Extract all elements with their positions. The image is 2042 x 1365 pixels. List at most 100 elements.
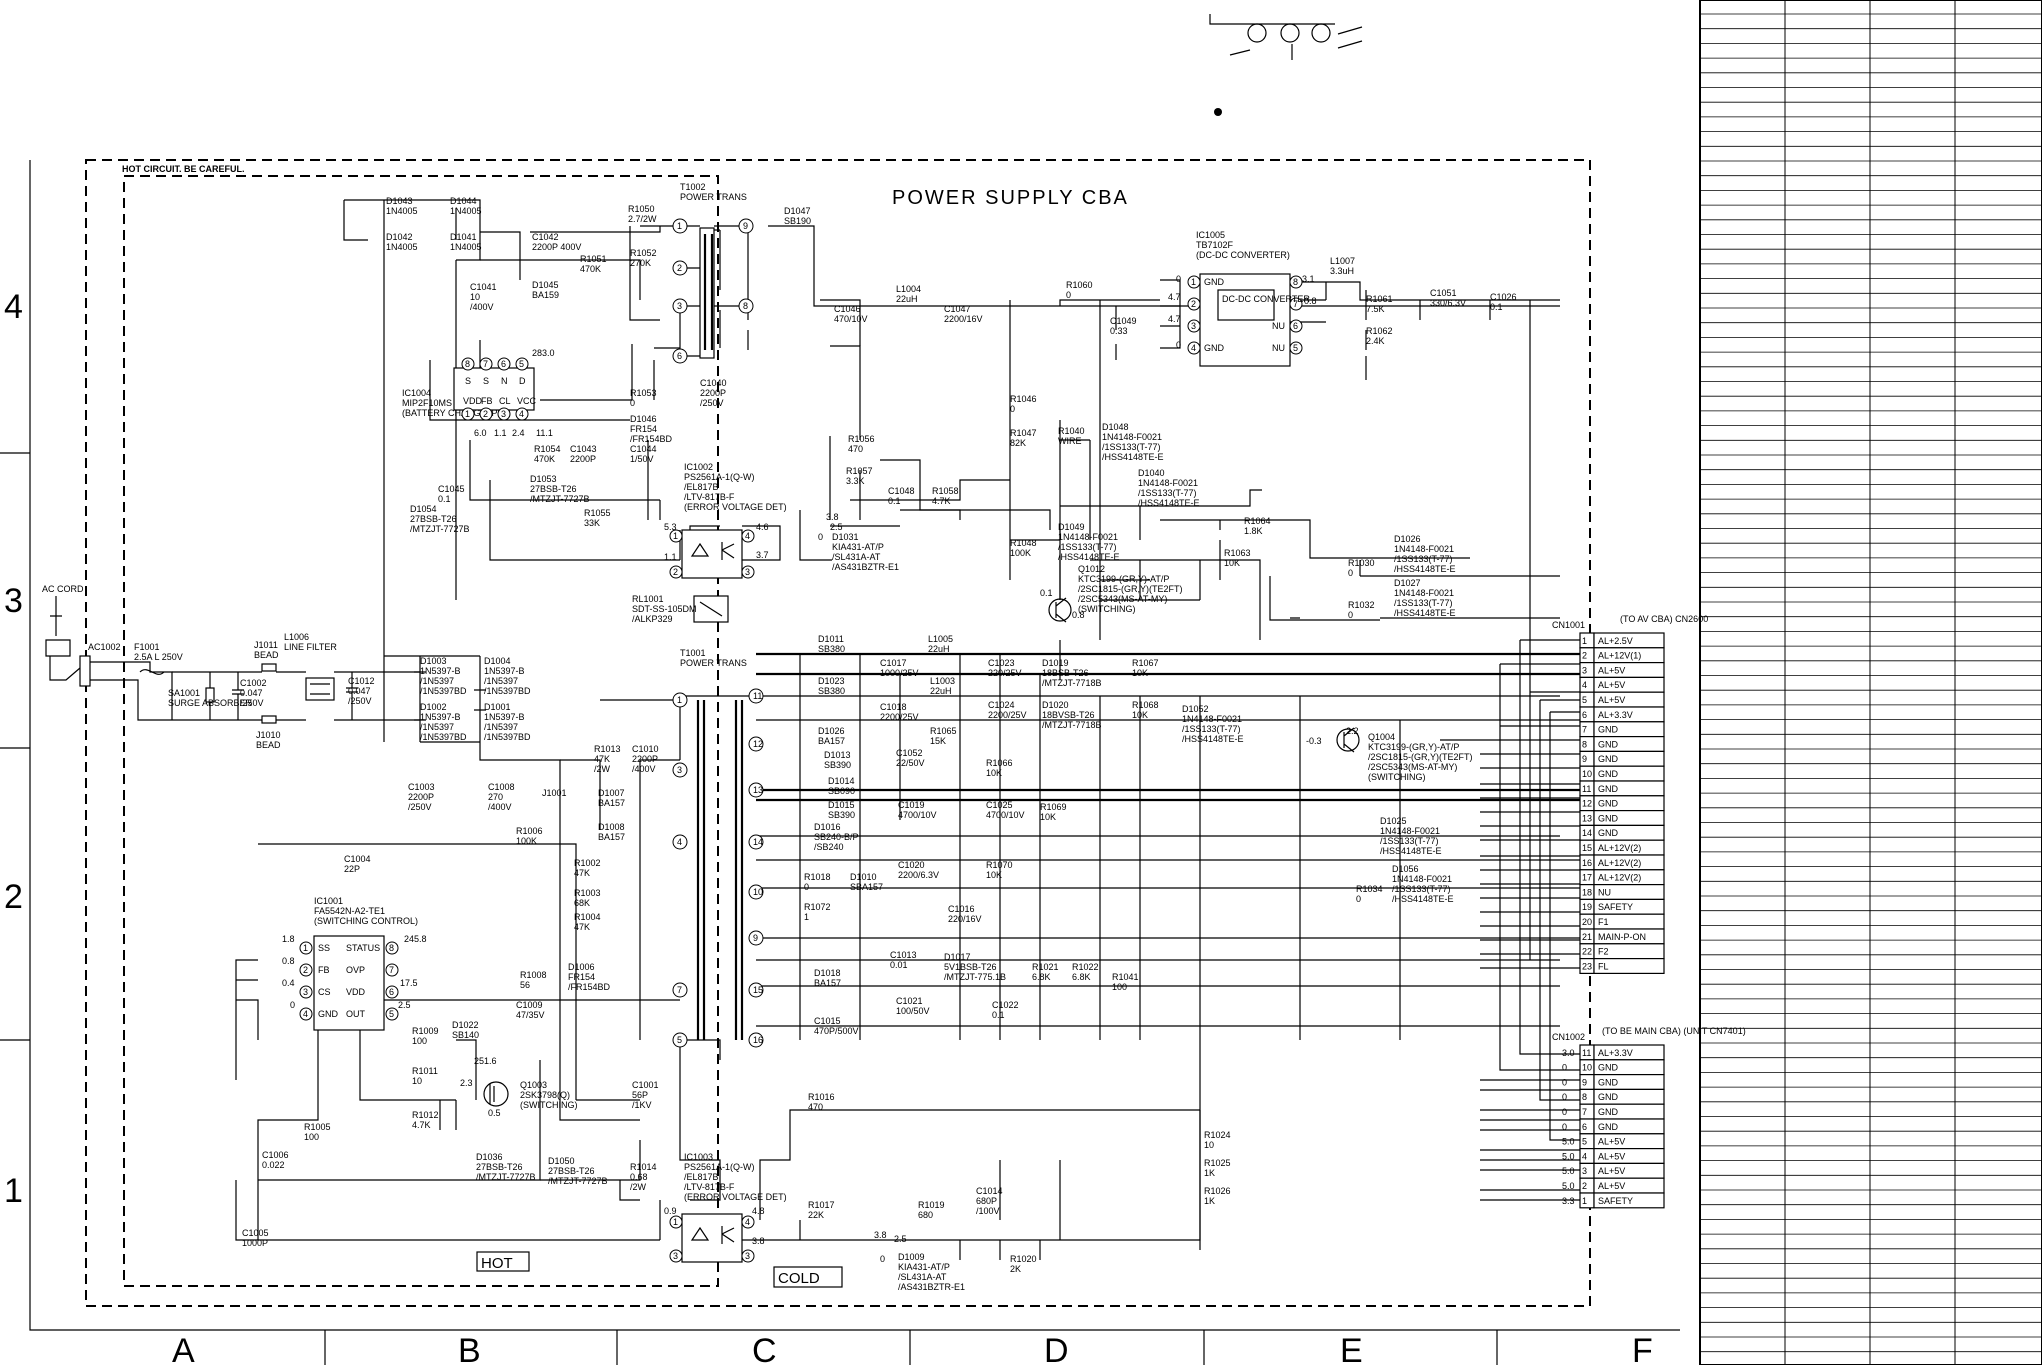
cn1002-pin-label: AL+3.3V [1598, 1048, 1633, 1058]
transformer-pin-num: 9 [753, 933, 758, 943]
ic1001-pin-num: 2 [303, 965, 308, 975]
voltage-v08: 0.8 [1072, 610, 1085, 620]
cn1001-pin-label: AL+12V(2) [1598, 843, 1641, 853]
transformer-pin-num: 11 [753, 691, 762, 701]
transformer-pin-num: 15 [753, 985, 763, 995]
cn1001-pin-label: AL+12V(2) [1598, 858, 1641, 868]
voltage-v25b: 2.5 [398, 1000, 411, 1010]
ic1004-pin-num: 3 [501, 409, 506, 419]
transformer-pin-num: 5 [677, 1035, 682, 1045]
cn1001-pin-number: 17 [1582, 873, 1592, 883]
cn1001-pin-label: AL+2.5V [1598, 636, 1633, 646]
voltage-v46: 4.6 [756, 522, 769, 532]
cn1001-pin-number: 13 [1582, 813, 1592, 823]
voltage-v31: 3.1 [1302, 274, 1315, 284]
voltage-v175: 17.5 [400, 978, 418, 988]
voltage-v25: 2.5 [830, 522, 843, 532]
q1012-transistor [1048, 597, 1072, 623]
voltage-v47b: 4.7 [1168, 314, 1181, 324]
cn1001-pin-number: 23 [1582, 961, 1592, 971]
transformer-pin-num: 12 [753, 739, 763, 749]
voltage-v11: 1.1 [494, 428, 507, 438]
cn1001-pin-number: 2 [1582, 651, 1587, 661]
ac-input [45, 596, 420, 724]
ic1004-chip [453, 367, 535, 411]
transformer-pin-num: 10 [753, 887, 763, 897]
cn1002-pin-label: GND [1598, 1107, 1619, 1117]
grid-col-f: F [1632, 1332, 1653, 1365]
parts-table [1699, 0, 2042, 1365]
cn1001-pin-label: GND [1598, 769, 1619, 779]
cn1002-destination: (TO BE MAIN CBA) (UNIT CN7401) [1602, 1026, 1746, 1036]
ic1004-pin-num: 7 [483, 359, 488, 369]
voltage-v283: 283.0 [532, 348, 555, 358]
ic1005-pin-num: 1 [1191, 277, 1196, 287]
voltage-v37: 3.7 [756, 550, 769, 560]
cn1001-pin-number: 7 [1582, 725, 1587, 735]
t1001-transformer [680, 695, 756, 1040]
cn1001-pin-number: 9 [1582, 754, 1587, 764]
voltage-v22: 2.2 [1346, 726, 1359, 736]
grid-ticks [0, 452, 1498, 1365]
cn1002-pin-voltage: 0 [1562, 1092, 1567, 1102]
cn1002-pin-label: AL+5V [1598, 1166, 1625, 1176]
ic1001-pin-num: 1 [303, 943, 308, 953]
cn1002-pin-number: 5 [1582, 1137, 1587, 1147]
voltage-v53: 5.3 [664, 522, 677, 532]
q1003-mosfet [483, 1081, 509, 1107]
voltage-v08b: 0.8 [1304, 296, 1317, 306]
cn1002-pin-number: 6 [1582, 1122, 1587, 1132]
cn1001-pin-number: 5 [1582, 695, 1587, 705]
cn1001-pin-number: 8 [1582, 739, 1587, 749]
ic1001-pin-name: FB [318, 965, 330, 975]
grid-col-c: C [752, 1332, 777, 1365]
ic1001-pin-num: 8 [389, 943, 394, 953]
voltage-v11b: 1.1 [664, 552, 677, 562]
ic1005-pin-num: 4 [1191, 343, 1196, 353]
cn1001-pin-label: GND [1598, 813, 1619, 823]
